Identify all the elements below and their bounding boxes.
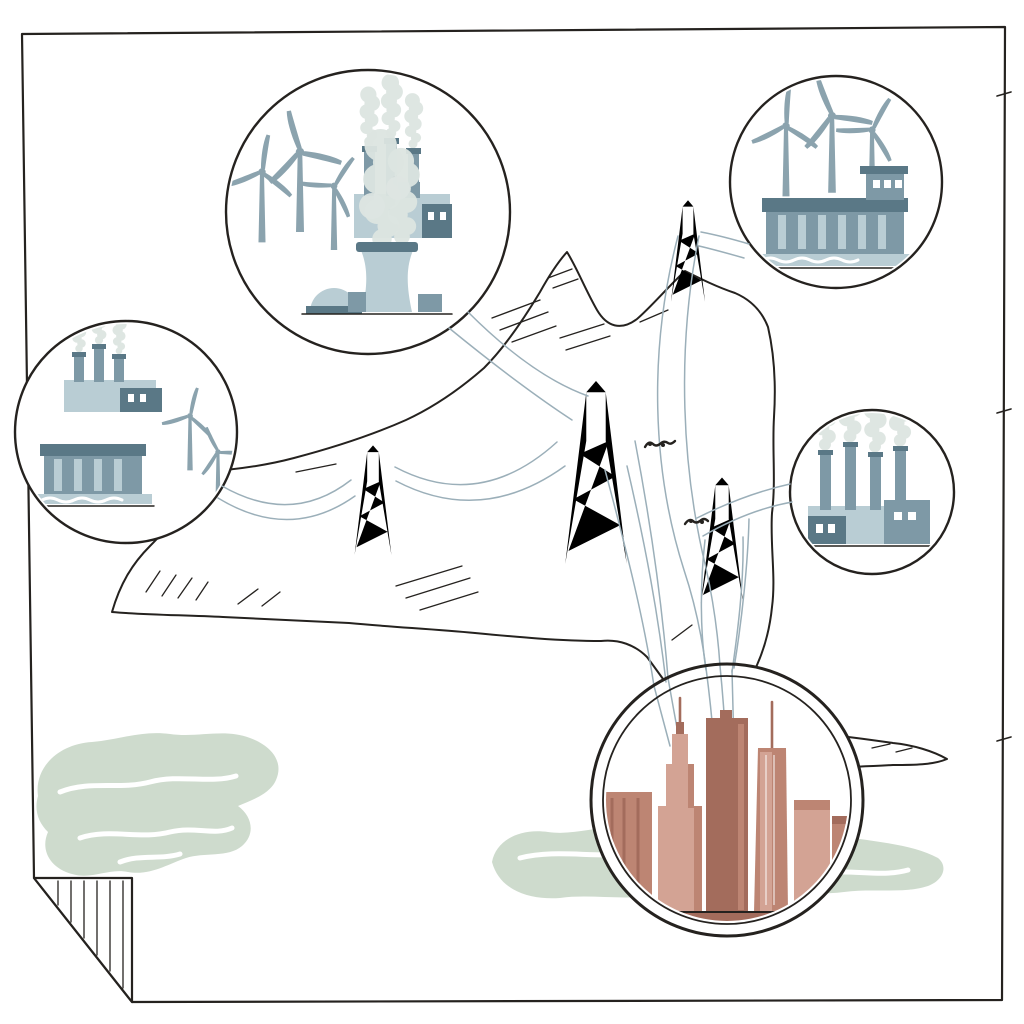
city-ground <box>606 912 848 921</box>
hydro-dam-icon <box>33 444 155 507</box>
empire-state-building-icon <box>658 696 702 914</box>
inset-north-hydro <box>728 74 944 290</box>
inset-new-york-city <box>589 662 865 938</box>
smokestack <box>94 344 104 382</box>
edge-ticks <box>996 91 1012 742</box>
one-wtc-icon <box>754 700 788 912</box>
smokestack <box>845 442 856 510</box>
smokestack <box>74 352 84 382</box>
folded-corner <box>32 876 134 1004</box>
smokestack <box>820 450 831 510</box>
factory-icon <box>64 324 162 412</box>
inset-west-generation <box>224 68 512 356</box>
factory-icon <box>805 413 935 547</box>
skyscraper <box>706 710 748 914</box>
smokestack <box>114 354 124 382</box>
hydro-dam-icon <box>756 166 911 269</box>
inset-southwest-mix <box>13 319 239 545</box>
birds-on-wire <box>643 439 710 526</box>
inset-east-fossil <box>788 408 956 576</box>
nuclear-plant-icon <box>301 129 453 315</box>
fold-hatching <box>57 880 124 989</box>
ny-state-outline <box>111 251 948 769</box>
smokestack <box>895 446 906 510</box>
water-wash-left <box>36 733 279 876</box>
dam-control-house <box>860 166 908 200</box>
city-skyline <box>606 696 848 921</box>
city-ring <box>589 662 865 938</box>
smokestack <box>870 452 881 510</box>
nuclear-cooling-tower-icon <box>360 248 414 312</box>
